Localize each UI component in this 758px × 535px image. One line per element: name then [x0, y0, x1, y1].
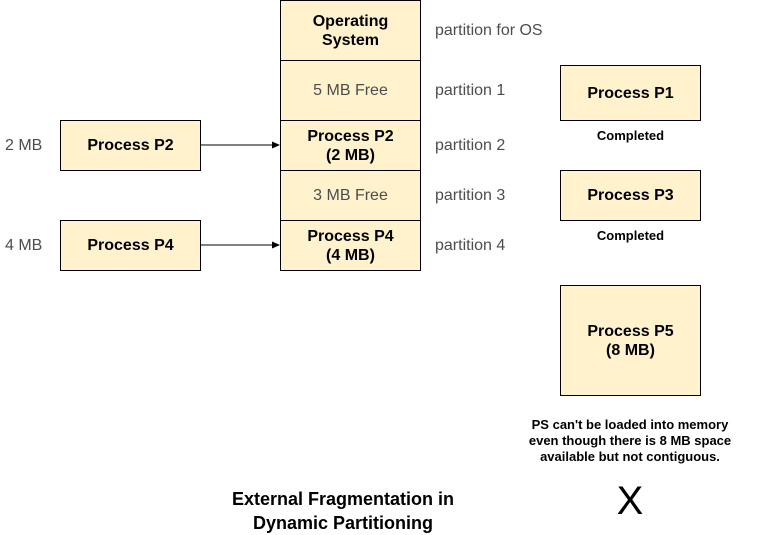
- incoming-process-p2: Process P2: [60, 120, 201, 171]
- x-mark-icon: X: [616, 479, 644, 523]
- diagram-title: External Fragmentation in Dynamic Partit…: [231, 489, 455, 533]
- label-partition-1: partition 1: [435, 82, 506, 99]
- process-p5: Process P5 (8 MB): [560, 285, 701, 396]
- p5-note: PS can't be loaded into memory even thou…: [528, 417, 732, 464]
- label-partition-4: partition 4: [435, 237, 506, 254]
- label-partition-3: partition 3: [435, 187, 506, 204]
- label-partition-os: partition for OS: [435, 22, 543, 39]
- process-p1: Process P1: [560, 65, 701, 121]
- partition-3-free: 3 MB Free: [280, 170, 421, 221]
- p3-status: Completed: [596, 228, 665, 243]
- p1-status: Completed: [596, 128, 665, 143]
- p2-size-label: 2 MB: [5, 137, 43, 154]
- label-partition-2: partition 2: [435, 137, 506, 154]
- p4-size-label: 4 MB: [5, 237, 43, 254]
- incoming-process-p4: Process P4: [60, 220, 201, 271]
- os-partition: Operating System: [280, 0, 421, 61]
- process-p3: Process P3: [560, 170, 701, 221]
- partition-1-free: 5 MB Free: [280, 60, 421, 121]
- partition-4-process-p4: Process P4 (4 MB): [280, 220, 421, 271]
